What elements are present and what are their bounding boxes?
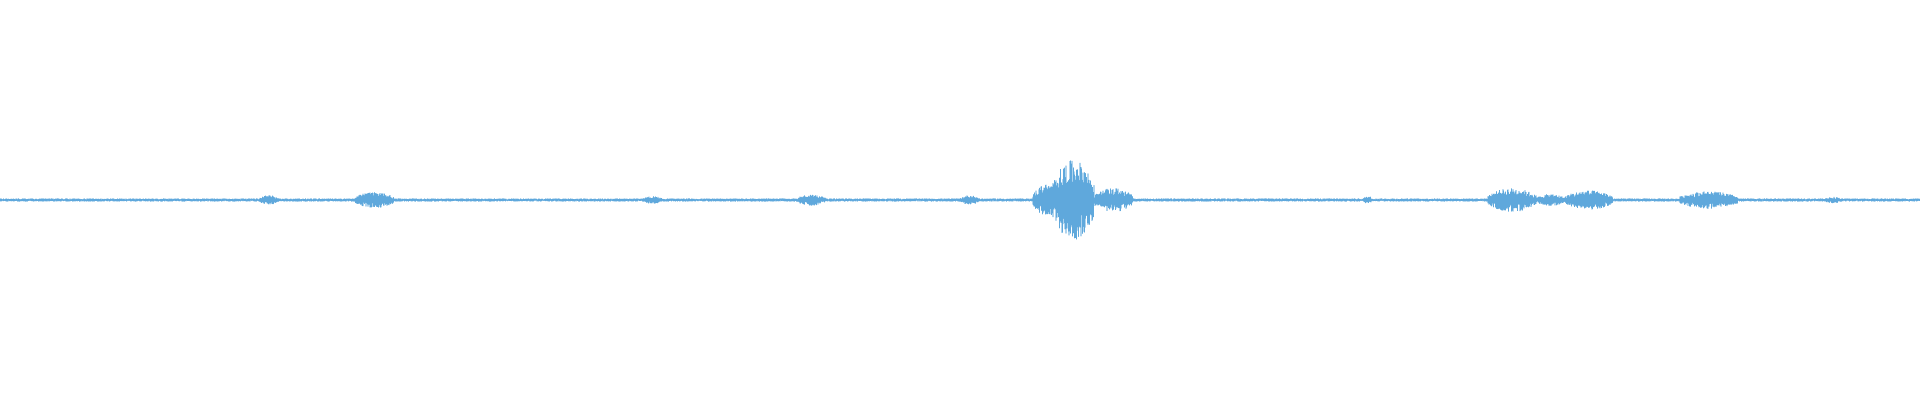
waveform-trace xyxy=(0,160,1920,240)
